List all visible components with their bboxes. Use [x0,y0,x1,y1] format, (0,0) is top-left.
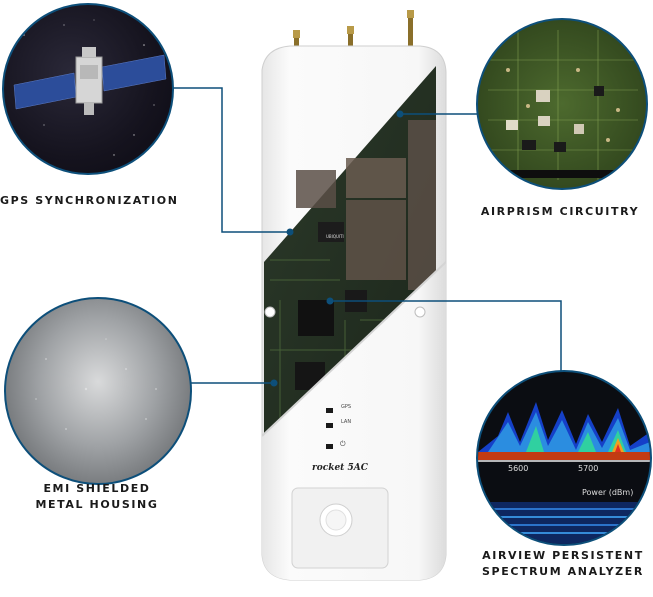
led-label-gps: GPS [341,404,352,410]
tick-5600: 5600 [508,464,529,473]
gps-satellite-image [2,3,174,175]
emi-metal-housing-image [4,297,192,485]
spectrum-waterfall [478,402,650,452]
airview-label-line1: AIRVIEW PERSISTENT [482,549,644,562]
gps-synchronization-label: GPS SYNCHRONIZATION [0,194,179,207]
airview-label-line2: SPECTRUM ANALYZER [482,565,644,578]
satellite-icon [13,47,167,115]
tick-5700: 5700 [578,464,599,473]
airview-callout-line [330,300,562,372]
airview-spectrum-label: AIRVIEW PERSISTENT SPECTRUM ANALYZER [474,548,652,580]
antennas [293,10,414,50]
emi-label-line1: EMI SHIELDED [43,482,151,495]
power-axis-label: Power (dBm) [582,488,634,497]
emi-label-line2: METAL HOUSING [35,498,159,511]
airprism-circuitry-label: AIRPRISM CIRCUITRY [480,205,640,218]
led-indicators [326,408,333,449]
airview-spectrum-image: 5600 5700 Power (dBm) [476,370,652,546]
chip-brand: UBIQUITI [326,234,344,239]
led-label-power: ⏻ [340,440,346,448]
airprism-circuitry-image [476,18,648,190]
device-brand-logo: rocket 5AC [312,463,368,473]
emi-shielded-label: EMI SHIELDED METAL HOUSING [0,481,194,513]
gps-callout-line [170,87,290,233]
led-label-lan: LAN [341,419,352,425]
